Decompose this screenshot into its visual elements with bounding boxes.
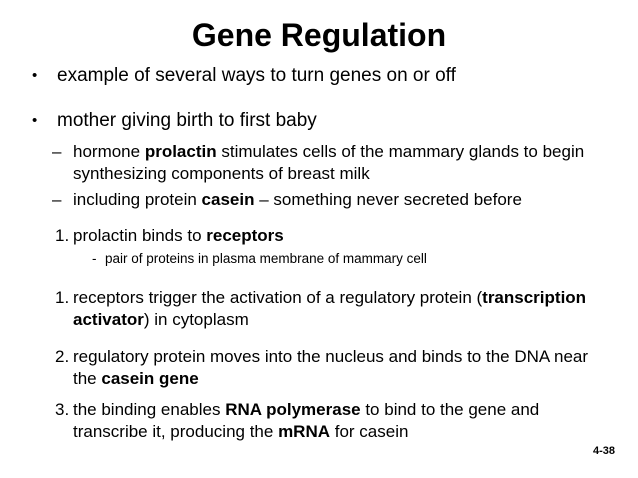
dash-marker: – [52, 190, 62, 209]
note-item-receptor-pair: - pair of proteins in plasma membrane of… [0, 250, 638, 268]
dash-marker: – [52, 142, 62, 161]
bullet-marker: • [32, 67, 38, 84]
numbered-item-1b: 1. receptors trigger the activation of a… [0, 287, 638, 331]
hyphen-marker: - [92, 251, 97, 266]
note-text: pair of proteins in plasma membrane of m… [105, 251, 427, 266]
sub-bullet-text: including protein casein – something nev… [73, 190, 522, 209]
page-number: 4-38 [592, 445, 615, 457]
number-marker: 1. [55, 226, 70, 245]
sub-bullet-item-casein: – including protein casein – something n… [0, 189, 638, 211]
number-marker: 2. [55, 347, 70, 366]
bullet-item-example: • example of several ways to turn genes … [0, 64, 638, 88]
number-marker: 3. [55, 400, 70, 419]
numbered-item-1a: 1. prolactin binds to receptors [0, 225, 638, 247]
sub-bullet-item-prolactin: – hormone prolactin stimulates cells of … [0, 141, 638, 185]
slide-title: Gene Regulation [191, 17, 447, 53]
bullet-item-mother: • mother giving birth to first baby [0, 109, 638, 133]
bullet-text: mother giving birth to first baby [57, 110, 317, 131]
bullet-marker: • [32, 112, 38, 129]
numbered-text: prolactin binds to receptors [73, 226, 284, 245]
numbered-item-2: 2. regulatory protein moves into the nuc… [0, 346, 638, 390]
numbered-text: receptors trigger the activation of a re… [73, 288, 587, 329]
sub-bullet-text: hormone prolactin stimulates cells of th… [73, 142, 585, 183]
bullet-text: example of several ways to turn genes on… [57, 65, 456, 86]
number-marker: 1. [55, 288, 70, 307]
numbered-item-3: 3. the binding enables RNA polymerase to… [0, 399, 638, 443]
numbered-text: the binding enables RNA polymerase to bi… [73, 400, 540, 441]
numbered-text: regulatory protein moves into the nucleu… [73, 347, 589, 388]
